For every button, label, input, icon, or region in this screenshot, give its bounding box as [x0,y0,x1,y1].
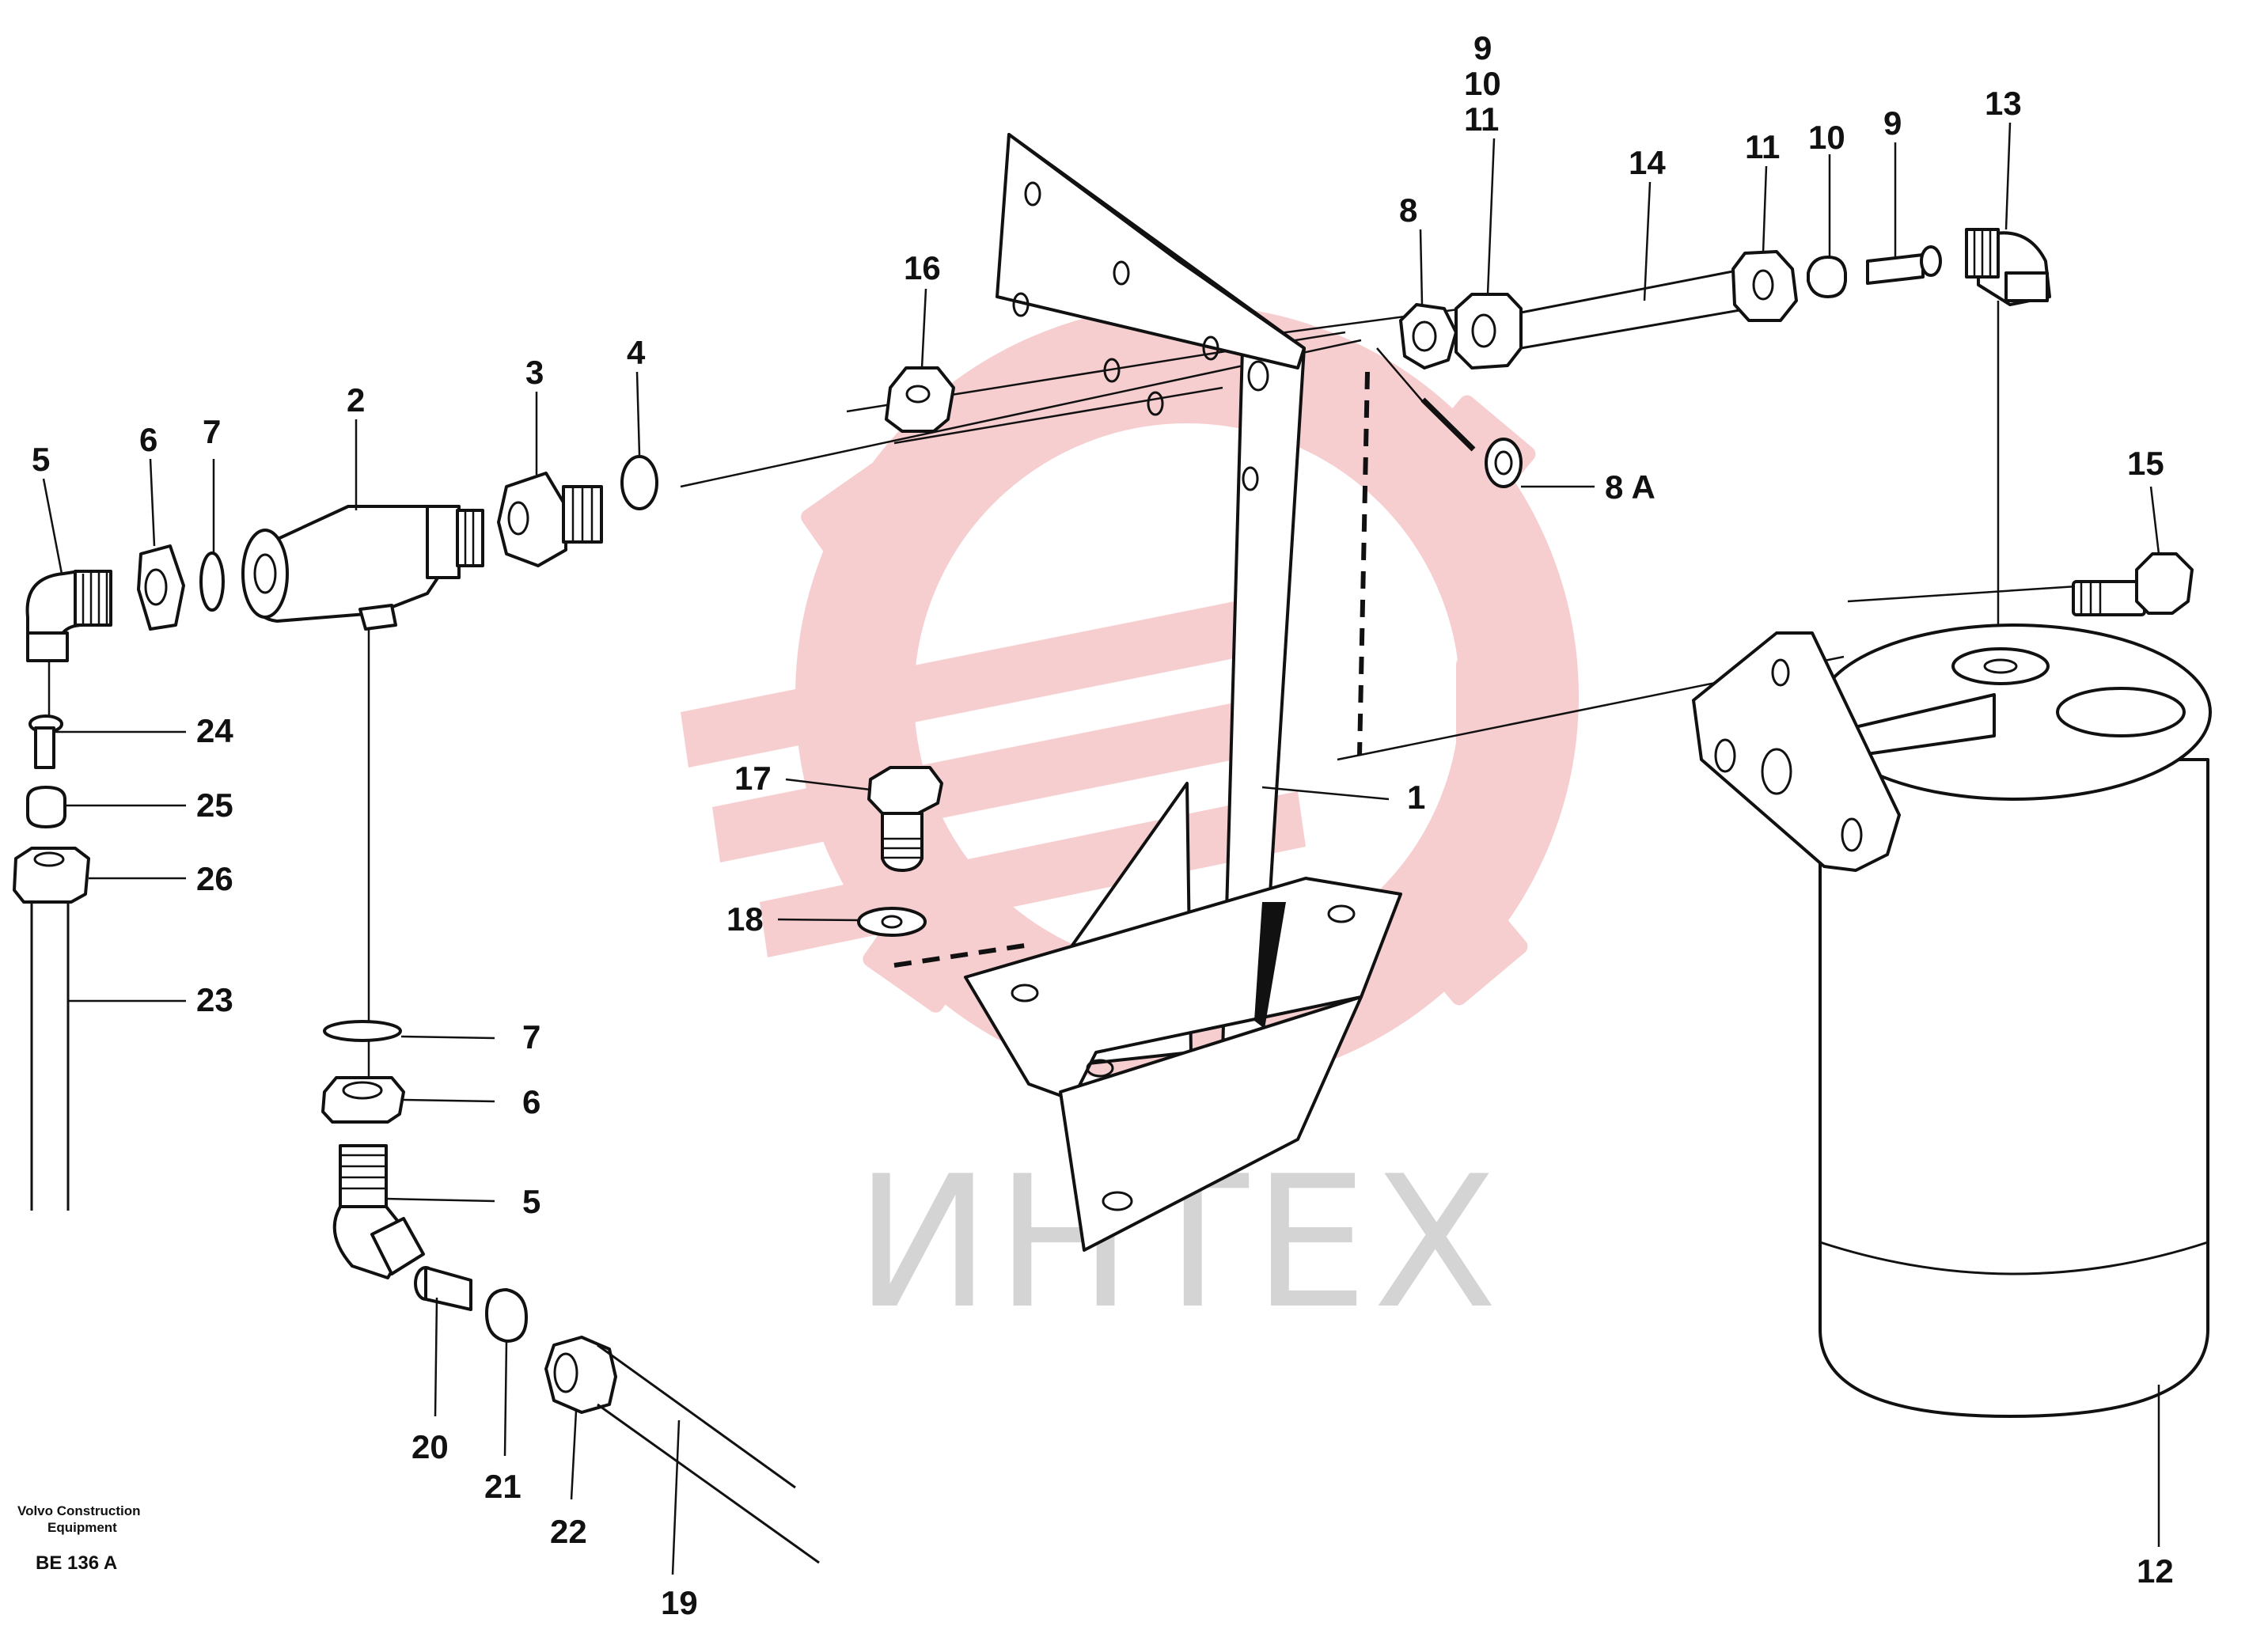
callout-16: 16 [904,249,941,286]
callout-19: 19 [661,1584,698,1621]
leader-lines [42,122,2160,1575]
line-to-washer-8a [1420,397,1476,452]
nut-6-top-left [137,544,185,631]
elbow-5-lower [332,1144,425,1279]
tube-14 [1520,267,1750,350]
nut-16 [885,366,955,433]
nut-22 [544,1336,617,1414]
callout-14: 14 [1629,144,1666,181]
callout-13: 13 [1985,85,2022,122]
callout-21: 21 [484,1468,521,1505]
dashed-line-washer [893,943,1026,968]
nut-6-lower [321,1076,405,1124]
adapter-2 [241,505,484,631]
elbow-13 [1965,228,2051,306]
callout-labels: 1 2 3 4 5 5 6 6 7 7 8 8 A 9 10 11 9 10 1… [32,29,2174,1621]
nut-11-left [1454,293,1523,370]
callout-3: 3 [525,354,544,391]
callout-20: 20 [412,1428,449,1465]
bolt-15 [2072,552,2194,616]
elbow-5-top-left [25,570,112,662]
callout-18: 18 [726,900,764,938]
tube-23 [30,902,70,1211]
callout-9-stack: 9 [1473,29,1492,66]
drawing-code: BE 136 A [36,1552,117,1574]
washer-18 [857,907,927,937]
callout-6-lower: 6 [522,1083,540,1120]
ring-25 [26,786,66,828]
ring-21 [485,1288,528,1343]
bolt-17 [867,766,943,872]
callout-10-stack: 10 [1464,65,1501,102]
filter-12 [1816,623,2212,1418]
sleeve-24 [28,714,63,769]
callout-8: 8 [1399,191,1417,229]
callout-24: 24 [196,712,233,749]
callout-2: 2 [347,381,365,419]
callout-11: 11 [1745,128,1780,165]
callout-7-lower: 7 [522,1018,540,1056]
nut-3 [497,472,603,567]
nut-11-right [1731,250,1798,322]
tube-19 [597,1344,820,1564]
callout-17: 17 [734,760,772,797]
mounting-plate [1692,631,1901,872]
nut-8 [1399,303,1458,370]
sleeve-20 [414,1266,472,1311]
washer-4 [620,455,658,510]
callout-5-lower: 5 [522,1183,540,1220]
callout-25: 25 [196,786,233,824]
dashed-line-bracket [1357,371,1370,756]
washer-8a [1485,438,1523,488]
callout-4: 4 [627,334,646,371]
callout-26: 26 [196,860,233,897]
washer-7-top-left [199,551,225,612]
callout-6-top: 6 [139,421,157,458]
callout-9: 9 [1883,104,1902,142]
callout-15: 15 [2127,445,2164,482]
callout-8a: 8 A [1605,468,1655,506]
bracket [964,133,1402,1252]
callout-12: 12 [2137,1552,2174,1590]
callout-10: 10 [1808,119,1845,156]
nut-26 [13,847,90,904]
washer-7-lower [323,1020,402,1042]
ring-10 [1807,256,1847,298]
callout-23: 23 [196,981,233,1018]
callout-11-stack: 11 [1464,100,1499,138]
callout-1: 1 [1407,779,1425,816]
publisher-line-2: Equipment [47,1520,117,1535]
publisher-line-1: Volvo Construction [17,1503,141,1518]
callout-7-top: 7 [203,413,221,450]
callout-22: 22 [550,1513,587,1550]
sleeve-9 [1866,245,1942,285]
callout-5-top: 5 [32,441,50,478]
footer: Volvo Construction Equipment BE 136 A [17,1503,141,1574]
